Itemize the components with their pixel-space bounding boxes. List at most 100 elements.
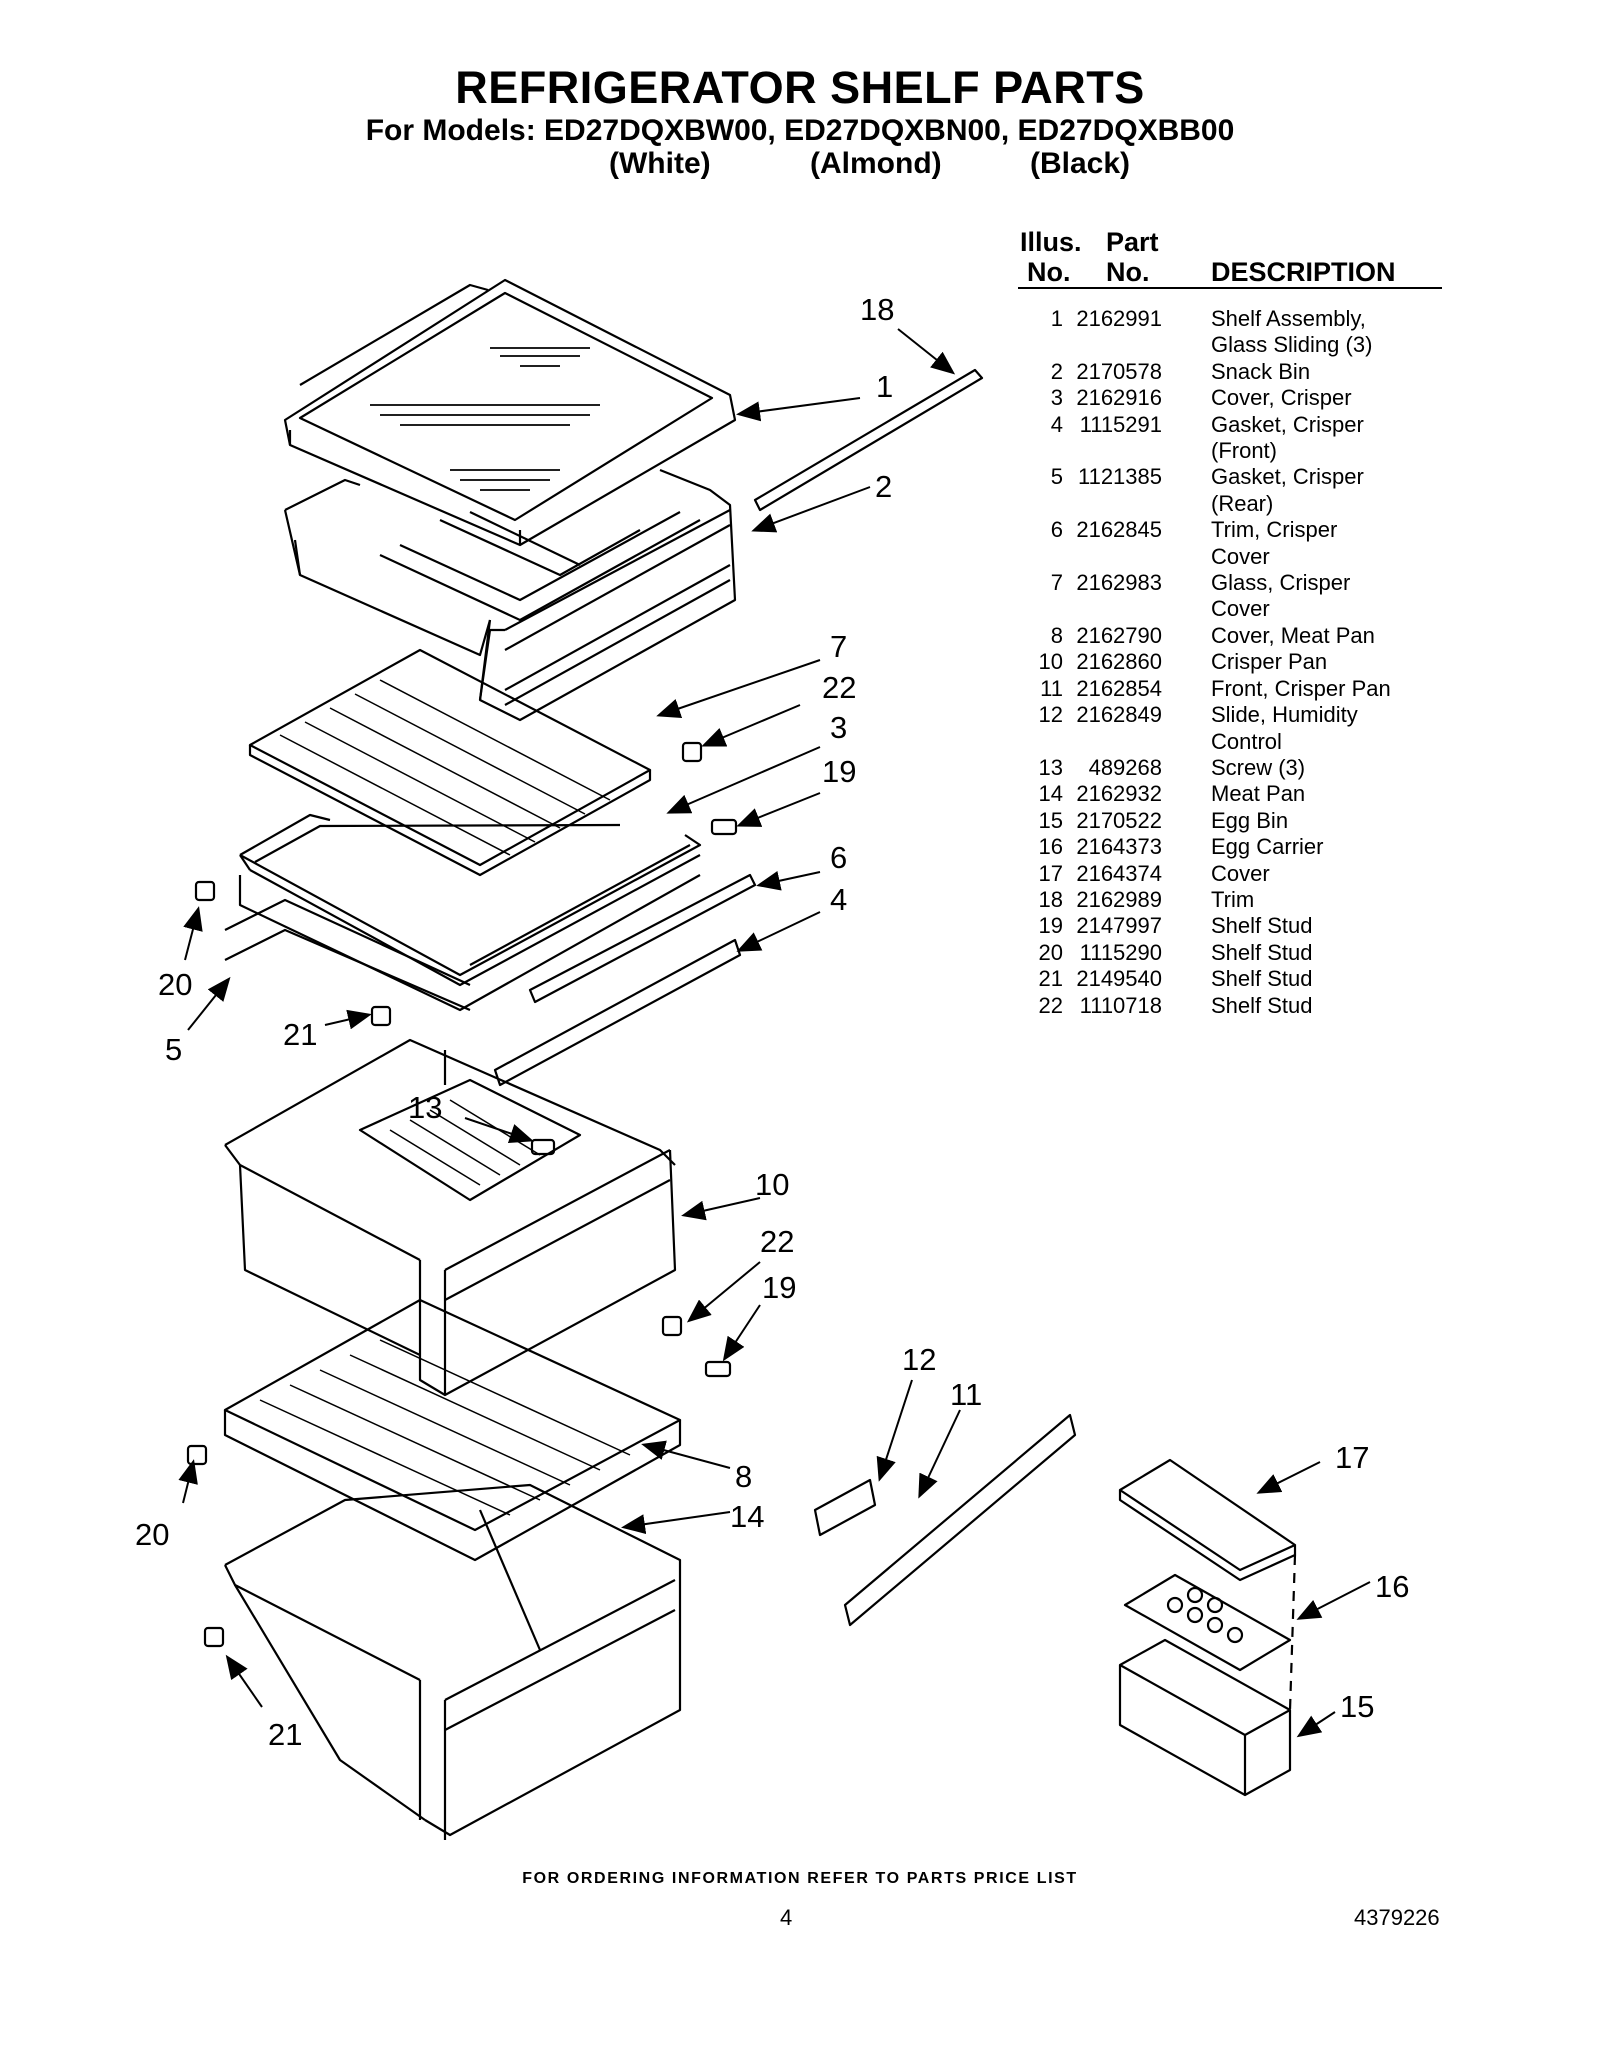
page-header: REFRIGERATOR SHELF PARTS For Models: ED2… — [0, 62, 1600, 148]
part-description: Snack Bin — [1211, 358, 1311, 384]
callout-14: 14 — [730, 1499, 764, 1534]
part-description: Slide, Humidity Control — [1211, 702, 1358, 754]
part-description: Trim, Crisper Cover — [1211, 517, 1338, 569]
crisper-pan-drawing — [224, 1038, 677, 1397]
glass-crisper-cover-drawing — [248, 648, 652, 877]
illus-number: 16 — [1038, 834, 1063, 860]
callout-19b: 19 — [762, 1270, 796, 1305]
egg-bin-cover-drawing — [1118, 1458, 1297, 1582]
illus-number: 18 — [1038, 886, 1063, 912]
illus-number: 20 — [1038, 939, 1063, 965]
document-number: 4379226 — [1354, 1905, 1440, 1930]
header-description: DESCRIPTION — [1211, 257, 1396, 287]
part-number: 1115291 — [1079, 411, 1162, 437]
assembly-dashed-line — [1288, 1554, 1297, 1711]
models-line: For Models: ED27DQXBW00, ED27DQXBN00, ED… — [365, 114, 1235, 147]
part-number: 2162932 — [1076, 781, 1162, 807]
part-number: 1121385 — [1077, 464, 1162, 490]
leader-lines — [178, 328, 1371, 1738]
humidity-slide-drawing — [813, 1478, 877, 1537]
callout-18: 18 — [860, 292, 894, 327]
part-description: Shelf Stud — [1211, 992, 1313, 1018]
part-number: 489268 — [1088, 754, 1162, 780]
part-number: 2162845 — [1076, 517, 1162, 543]
part-description: Shelf Stud — [1211, 939, 1313, 965]
illus-number: 5 — [1050, 464, 1063, 490]
part-number: 2162854 — [1076, 675, 1162, 701]
callout-16: 16 — [1375, 1569, 1409, 1604]
part-number: 2162790 — [1076, 622, 1162, 648]
header-part: Part — [1106, 227, 1159, 257]
ordering-note: FOR ORDERING INFORMATION REFER TO PARTS … — [522, 1870, 1078, 1887]
part-number: 2170522 — [1076, 807, 1162, 833]
header-rule — [1018, 287, 1442, 289]
illus-number: 19 — [1038, 913, 1063, 939]
part-number: 2162991 — [1076, 306, 1162, 331]
illus-number: 7 — [1050, 570, 1063, 596]
callout-21b: 21 — [268, 1717, 302, 1752]
illus-number: 12 — [1038, 702, 1063, 728]
crisper-pan-front-drawing — [843, 1413, 1077, 1627]
part-description: Egg Carrier — [1211, 834, 1324, 860]
callout-15: 15 — [1340, 1689, 1374, 1724]
callout-1: 1 — [876, 369, 893, 404]
table-row: 14 2162932 Meat Pan — [1018, 781, 1442, 807]
part-description: Cover — [1211, 860, 1270, 886]
callout-22a: 22 — [822, 670, 856, 705]
part-description: Meat Pan — [1211, 781, 1306, 807]
finish-black: (Black) — [1030, 147, 1131, 180]
part-number: 2164374 — [1076, 860, 1162, 886]
illus-number: 14 — [1038, 781, 1063, 807]
trim-crisper-cover-drawing — [528, 873, 757, 1004]
part-description: Gasket, Crisper (Front) — [1211, 411, 1364, 464]
part-description: Glass, Crisper Cover — [1211, 570, 1351, 622]
table-row: 4 1115291 Gasket, Crisper (Front) — [1018, 412, 1442, 465]
callout-12: 12 — [902, 1342, 936, 1377]
part-number: 2164373 — [1076, 834, 1162, 860]
part-description: Cover, Crisper — [1211, 385, 1352, 411]
finish-white: (White) — [609, 147, 711, 180]
part-number: 2149540 — [1076, 966, 1162, 992]
callout-numbers: 18 1 2 7 22 3 19 6 4 20 5 21 13 10 22 19… — [135, 292, 1409, 1752]
part-number: 2162983 — [1076, 570, 1162, 596]
part-number: 2147997 — [1076, 913, 1162, 939]
egg-carrier-drawing — [1123, 1573, 1292, 1672]
gasket-front-drawing — [493, 938, 742, 1087]
finish-almond: (Almond) — [810, 147, 942, 180]
crisper-cover-drawing — [224, 813, 702, 1012]
callout-10: 10 — [755, 1167, 789, 1202]
illus-number: 4 — [1050, 411, 1063, 437]
callout-20b: 20 — [135, 1517, 169, 1552]
illus-number: 10 — [1038, 649, 1063, 675]
part-number: 1115290 — [1079, 939, 1162, 965]
callout-3: 3 — [830, 710, 847, 745]
table-row: 7 2162983 Glass, Crisper Cover — [1018, 570, 1442, 623]
trim-drawing — [753, 368, 984, 512]
glass-shelf-drawing — [283, 278, 737, 547]
table-row: 17 2164374 Cover — [1018, 861, 1442, 887]
table-row: 20 1115290 Shelf Stud — [1018, 940, 1442, 966]
meat-pan-cover-drawing — [223, 1298, 682, 1562]
illus-number: 8 — [1050, 622, 1063, 648]
part-description: Shelf Stud — [1211, 913, 1313, 939]
callout-8: 8 — [735, 1459, 752, 1494]
callout-13: 13 — [408, 1090, 442, 1125]
parts-linework — [186, 278, 1297, 1840]
part-description: Shelf Stud — [1211, 966, 1313, 992]
illus-number: 17 — [1038, 860, 1063, 886]
shelf-studs-drawing — [186, 741, 738, 1648]
part-number: 2162916 — [1076, 385, 1162, 411]
part-description: Cover, Meat Pan — [1211, 622, 1375, 648]
illus-number: 11 — [1040, 675, 1063, 701]
table-row: 8 2162790 Cover, Meat Pan — [1018, 623, 1442, 649]
table-row: 19 2147997 Shelf Stud — [1018, 913, 1442, 939]
